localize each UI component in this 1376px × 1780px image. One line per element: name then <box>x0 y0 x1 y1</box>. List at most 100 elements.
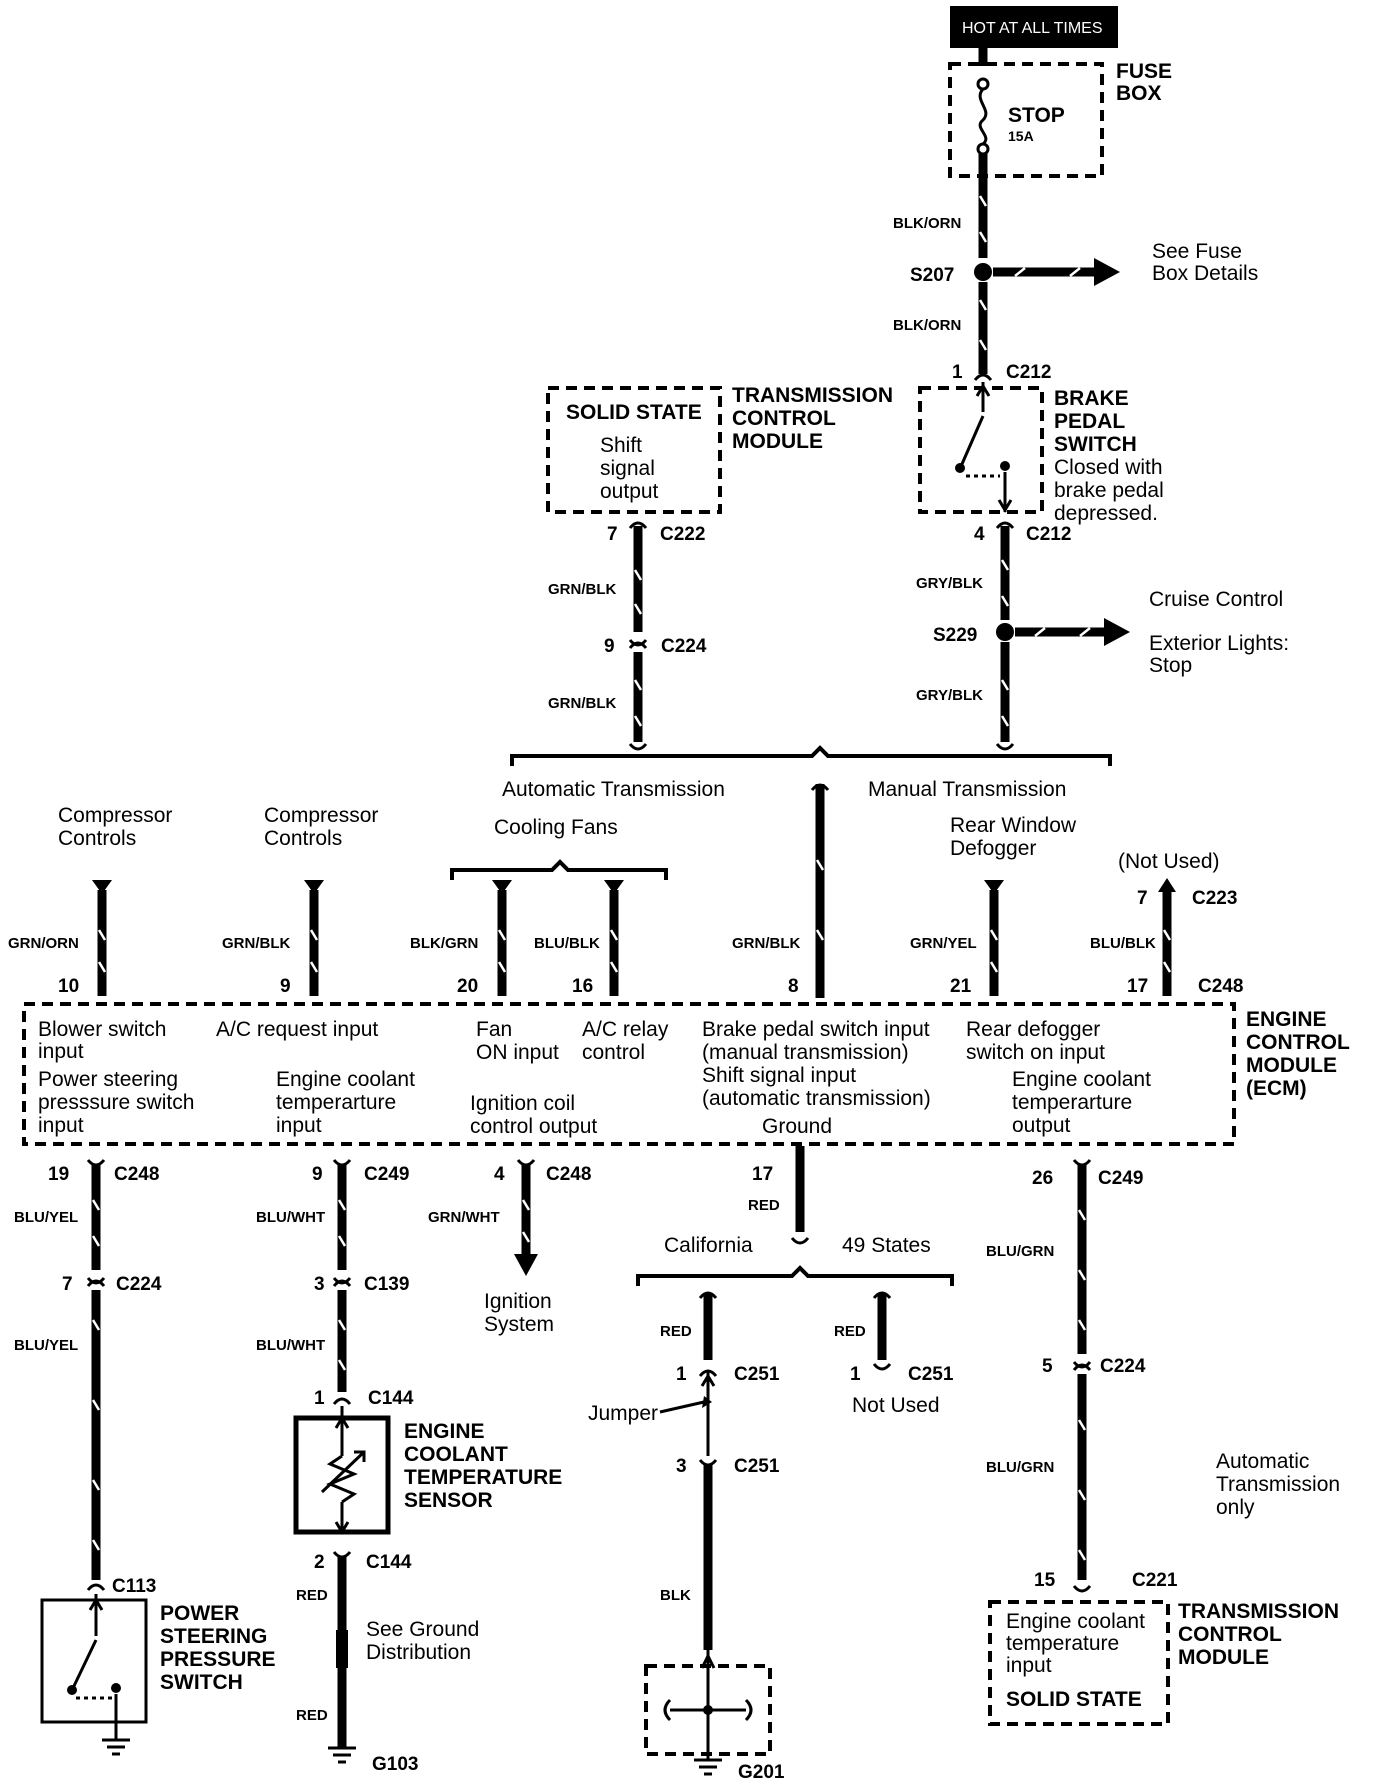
ecm-pin-20: 20 <box>457 976 478 997</box>
tcm-bot-pin: 26 <box>1032 1168 1053 1189</box>
hot-at-all-times-box <box>950 6 1118 48</box>
ps-name-1: POWER <box>160 1602 239 1625</box>
ect-name-4: SENSOR <box>404 1489 493 1512</box>
wire-color-grn-blk-tcm-1: GRN/BLK <box>548 581 616 598</box>
tcm-top-inner-3: output <box>600 480 659 503</box>
tcm-top-pin: 7 <box>607 524 618 545</box>
wire-color-tcm-bot-1: BLU/GRN <box>986 1243 1054 1260</box>
ecm-blower-1: Blower switch <box>38 1018 166 1041</box>
connector-c212-top <box>973 373 993 381</box>
wire-color-tcm-bot-2: BLU/GRN <box>986 1459 1054 1476</box>
s229-note-3: Stop <box>1149 654 1192 677</box>
ecm-ect-output-3: output <box>1012 1114 1071 1137</box>
ecm-brake-input-3: Shift signal input <box>702 1064 856 1087</box>
tcm-bot-name-2: CONTROL <box>1178 1623 1282 1646</box>
wire-color-blk-orn-1: BLK/ORN <box>893 215 961 232</box>
splice-s207 <box>974 263 992 281</box>
brake-desc-1: Closed with <box>1054 456 1163 479</box>
s229-note-1: Cruise Control <box>1149 588 1283 611</box>
tcm-bot-note-1: Automatic <box>1216 1450 1309 1473</box>
ecm-brake-input-1: Brake pedal switch input <box>702 1018 930 1041</box>
ign-pin: 4 <box>494 1164 505 1185</box>
wire-color-ect-2: BLU/WHT <box>256 1337 325 1354</box>
ect-note-1: See Ground <box>366 1618 479 1641</box>
tcm-bot-outline <box>988 1600 1170 1726</box>
connector-c224-top <box>628 641 648 649</box>
fuse-symbol <box>978 87 988 146</box>
ect-pin3: 1 <box>314 1388 325 1409</box>
tcm-bot-pin2: 5 <box>1042 1356 1053 1377</box>
ect-conn2: C139 <box>364 1274 409 1295</box>
ign-note-1: Ignition <box>484 1290 552 1313</box>
not-used-label: (Not Used) <box>1118 850 1220 873</box>
branch-brace-top <box>510 745 1112 766</box>
cooling-fans-label: Cooling Fans <box>494 816 618 839</box>
brake-pedal-switch-outline <box>918 386 1044 514</box>
gnd-pin-l: 1 <box>676 1364 687 1385</box>
wire-color-pin16: BLU/BLK <box>534 935 600 952</box>
splice-s229 <box>996 623 1014 641</box>
wire-color-blk: BLK <box>660 1587 691 1604</box>
ps-pin: 19 <box>48 1164 69 1185</box>
ecm-fan-on-1: Fan <box>476 1018 512 1041</box>
brake-pin-top: 1 <box>952 362 963 383</box>
compressor-controls-2-line2: Controls <box>264 827 342 850</box>
gnd-pin-l2: 3 <box>676 1456 687 1477</box>
ecm-rear-defog-2: switch on input <box>966 1041 1105 1064</box>
tcm-top-name-3: MODULE <box>732 430 823 453</box>
wire-color-cal: RED <box>660 1323 692 1340</box>
ecm-ign-coil-2: control output <box>470 1115 597 1138</box>
ect-name-2: COOLANT <box>404 1443 508 1466</box>
ecm-pin-8: 8 <box>788 976 799 997</box>
ecm-ac-request: A/C request input <box>216 1018 378 1041</box>
c223-label: C223 <box>1192 888 1237 909</box>
wire-color-ign: GRN/WHT <box>428 1209 500 1226</box>
tcm-top-name-1: TRANSMISSION <box>732 384 893 407</box>
wire-color-pin9: GRN/BLK <box>222 935 290 952</box>
ecm-ps-input-1: Power steering <box>38 1068 178 1091</box>
ecm-name-4: (ECM) <box>1246 1077 1307 1100</box>
tcm-bot-inner-3: input <box>1006 1654 1052 1677</box>
wire-color-ps-1: BLU/YEL <box>14 1209 78 1226</box>
ecm-pin-21: 21 <box>950 976 972 997</box>
jumper-label: Jumper <box>588 1402 658 1425</box>
brake-pin-bottom: 4 <box>974 524 985 545</box>
ecm-outline <box>22 1002 1236 1146</box>
ecm-pin-9: 9 <box>280 976 291 997</box>
ect-conn4: C144 <box>366 1552 412 1573</box>
ect-pin2: 3 <box>314 1274 325 1295</box>
ps-name-3: PRESSURE <box>160 1648 276 1671</box>
wire-color-blk-orn-2: BLK/ORN <box>893 317 961 334</box>
ign-note-2: System <box>484 1313 554 1336</box>
brake-desc-3: depressed. <box>1054 502 1158 525</box>
s207-note-2: Box Details <box>1152 262 1258 285</box>
gnd-not-used: Not Used <box>852 1394 940 1417</box>
tcm-bot-inner-2: temperature <box>1006 1632 1119 1655</box>
tcm-top-conn2: C224 <box>661 636 707 657</box>
cooling-fans-brace <box>450 859 668 880</box>
ecm-rear-defog-1: Rear defogger <box>966 1018 1100 1041</box>
ecm-ect-input-1: Engine coolant <box>276 1068 415 1091</box>
wire-color-pin17: BLU/BLK <box>1090 935 1156 952</box>
tcm-bot-conn: C249 <box>1098 1168 1143 1189</box>
gnd-pin: 17 <box>752 1164 773 1185</box>
ground-g103: G103 <box>372 1754 418 1775</box>
ect-pin: 9 <box>312 1164 323 1185</box>
fuse-box-outline <box>948 62 1104 178</box>
gnd-49-states: 49 States <box>842 1234 931 1257</box>
ecm-pin-10: 10 <box>58 976 79 997</box>
tcm-top-outline <box>546 386 722 514</box>
brake-conn-bottom: C212 <box>1026 524 1071 545</box>
ect-note-2: Distribution <box>366 1641 471 1664</box>
wire-color-pin10: GRN/ORN <box>8 935 79 952</box>
tcm-bot-pin3: 15 <box>1034 1570 1056 1591</box>
wire-color-gry-blk-2: GRY/BLK <box>916 687 983 704</box>
ect-thermistor <box>326 1454 358 1504</box>
ps-conn2: C224 <box>116 1274 162 1295</box>
tcm-bot-note-2: Transmission <box>1216 1473 1340 1496</box>
fuse-box-label-1: FUSE <box>1116 60 1172 83</box>
brake-name-1: BRAKE <box>1054 387 1129 410</box>
branch-auto-trans: Automatic Transmission <box>502 778 725 801</box>
gnd-brace <box>636 1265 954 1286</box>
